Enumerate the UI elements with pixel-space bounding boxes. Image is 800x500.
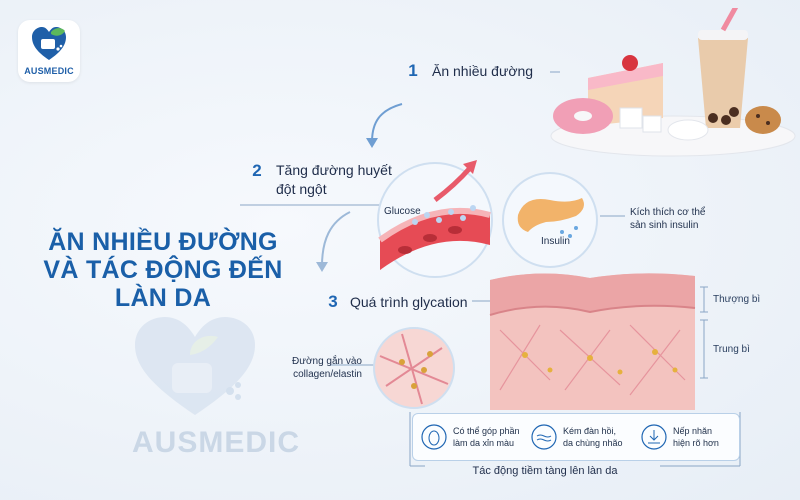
effect-1-line-1: Có thể góp phần bbox=[453, 426, 520, 436]
title-line-3: LÀN DA bbox=[114, 284, 212, 312]
step-2-label-line-1: Tăng đường huyết bbox=[276, 162, 392, 178]
effect-2-line-2: da chùng nhão bbox=[563, 438, 623, 448]
step-1-label: Ăn nhiều đường bbox=[432, 63, 534, 79]
elasticity-icon bbox=[531, 424, 557, 450]
title-line-2: VÀ TÁC ĐỘNG ĐẾN bbox=[43, 256, 283, 284]
step-3-number: 3 bbox=[328, 292, 338, 311]
effect-1-line-2: làm da xỉn màu bbox=[453, 438, 515, 448]
skin-layers-illustration bbox=[489, 273, 696, 410]
step-2-number: 2 bbox=[252, 161, 262, 180]
page-title: ĂN NHIỀU ĐƯỜNG VÀ TÁC ĐỘNG ĐẾN LÀN DA bbox=[28, 228, 298, 312]
effect-text-wrinkles: Nếp nhăn hiện rõ hơn bbox=[673, 425, 719, 449]
insulin-note-line-2: sản sinh insulin bbox=[630, 220, 699, 231]
effect-text-elasticity: Kém đàn hồi, da chùng nhão bbox=[563, 425, 623, 449]
effect-3-line-2: hiện rõ hơn bbox=[673, 438, 719, 448]
insulin-label: Insulin bbox=[541, 236, 570, 247]
step-2-label-line-2: đột ngột bbox=[276, 181, 327, 197]
epidermis-label: Thượng bì bbox=[713, 294, 761, 305]
sugar-attach-line-1: Đường gắn vào bbox=[292, 356, 362, 367]
step-1-number: 1 bbox=[408, 61, 418, 80]
blood-vessel-illustration bbox=[377, 160, 493, 278]
pancreas-illustration bbox=[502, 172, 598, 268]
step-2-label: Tăng đường huyết đột ngột bbox=[276, 161, 392, 199]
face-icon bbox=[421, 424, 447, 450]
sugar-attach-note: Đường gắn vào collagen/elastin bbox=[262, 355, 362, 381]
effects-panel: Có thể góp phần làm da xỉn màu Kém đàn h… bbox=[412, 413, 740, 461]
wrinkle-icon bbox=[641, 424, 667, 450]
arrow-head-1 bbox=[366, 138, 378, 148]
step-3-label: Quá trình glycation bbox=[350, 294, 468, 310]
insulin-note: Kích thích cơ thể sản sinh insulin bbox=[630, 206, 705, 232]
insulin-note-line-1: Kích thích cơ thể bbox=[630, 207, 706, 218]
brand-logo: AUSMEDIC bbox=[18, 20, 80, 82]
sugar-attach-line-2: collagen/elastin bbox=[293, 369, 362, 380]
effect-3-line-1: Nếp nhăn bbox=[673, 426, 713, 436]
sweets-illustration bbox=[550, 8, 796, 157]
title-line-1: ĂN NHIỀU ĐƯỜNG bbox=[48, 228, 278, 256]
glucose-label: Glucose bbox=[384, 206, 421, 217]
effect-2-line-1: Kém đàn hồi, bbox=[563, 426, 617, 436]
arrow-head-2 bbox=[316, 262, 328, 272]
dermis-label: Trung bì bbox=[713, 344, 750, 355]
effect-item-elasticity: Kém đàn hồi, da chùng nhão bbox=[531, 422, 631, 452]
heart-logo-icon bbox=[32, 27, 66, 60]
effect-text-dull-skin: Có thể góp phần làm da xỉn màu bbox=[453, 425, 520, 449]
collagen-magnifier-illustration bbox=[373, 327, 455, 409]
brand-logo-text: AUSMEDIC bbox=[24, 66, 74, 76]
effect-item-dull-skin: Có thể góp phần làm da xỉn màu bbox=[421, 422, 521, 452]
effect-item-wrinkles: Nếp nhăn hiện rõ hơn bbox=[641, 422, 737, 452]
watermark-heart-icon bbox=[135, 317, 255, 415]
effects-caption: Tác động tiềm tàng lên làn da bbox=[472, 465, 618, 477]
watermark-brand-text: AUSMEDIC bbox=[132, 426, 301, 459]
